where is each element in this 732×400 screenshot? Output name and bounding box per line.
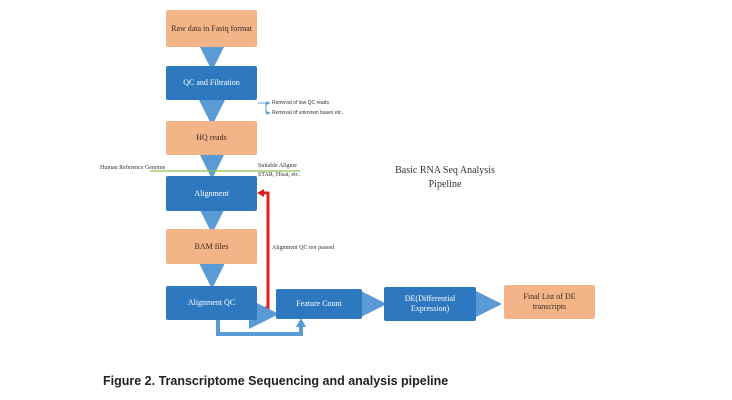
node-qc-filtration: QC and Filtration — [166, 66, 257, 100]
node-alignment: Alignment — [166, 176, 257, 211]
annotation-removal-unknown: Removal of unknown bases etc. — [272, 110, 343, 116]
arrow-bottom-loop — [216, 320, 303, 336]
figure-caption: Figure 2. Transcriptome Sequencing and a… — [103, 374, 449, 388]
node-hq-reads: HQ reads — [166, 121, 257, 155]
feedback-arrow — [258, 191, 270, 310]
pipeline-title: Basic RNA Seq Analysis Pipeline — [395, 165, 495, 190]
node-alignment-qc: Alignment QC — [166, 286, 257, 320]
annotation-removal-low-qc: Removal of low QC reads — [272, 100, 329, 106]
node-de: DE(Differential Expression) — [384, 287, 476, 321]
annotation-alignment-qc-not-passed: Alignment QC not passed — [272, 245, 335, 251]
node-final-list: Final List of DE transcripts — [504, 285, 595, 319]
annotation-aligner-line2: STAR, Hisat, etc. — [258, 172, 301, 178]
node-feature-count: Feature Count — [276, 289, 362, 319]
annotation-human-reference: Human Reference Genome — [100, 165, 166, 171]
node-raw-data: Raw data in Fastq format — [166, 10, 257, 47]
node-bam-files: BAM files — [166, 229, 257, 264]
annotation-aligner-line1: Suitable Aligner — [258, 163, 298, 169]
